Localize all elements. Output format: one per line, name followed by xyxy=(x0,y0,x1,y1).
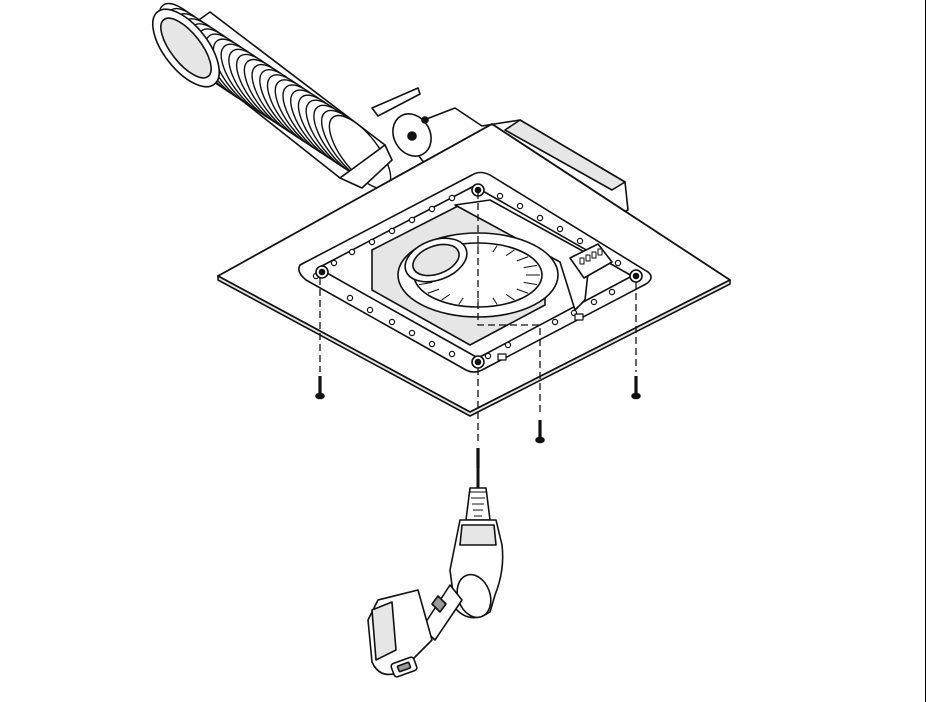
frame-hole xyxy=(590,298,598,306)
frame-hole xyxy=(608,288,616,296)
frame-edge-line xyxy=(925,0,926,702)
connector-pin xyxy=(421,116,429,124)
screw-boss-hole xyxy=(474,186,482,194)
damper-flap xyxy=(412,243,460,277)
housing-side xyxy=(504,119,626,191)
screw-head xyxy=(535,436,545,444)
frame-hole xyxy=(484,352,492,360)
bracket-tab xyxy=(574,313,584,321)
frame-hole xyxy=(516,202,524,210)
battery-side xyxy=(371,601,397,661)
terminal-pin xyxy=(591,251,597,259)
mounting-screw xyxy=(631,376,641,400)
power-drill xyxy=(367,448,504,678)
frame-hole xyxy=(408,329,416,337)
drill-collar xyxy=(459,524,497,546)
screw-guide-lines xyxy=(319,192,637,442)
plate-edge xyxy=(217,275,731,417)
screw-boss-hole xyxy=(632,272,640,280)
mounting-screw xyxy=(535,420,545,444)
drill-handle xyxy=(421,584,463,641)
frame-hole xyxy=(536,214,544,222)
frame-hole xyxy=(556,225,564,233)
blower-assembly xyxy=(371,199,613,361)
frame-hole xyxy=(496,192,504,200)
frame-hole xyxy=(346,294,354,302)
frame-hole xyxy=(448,194,456,202)
blower-blade xyxy=(516,288,529,294)
screw-head xyxy=(631,392,641,400)
mounting-screw xyxy=(315,376,325,400)
frame-hole xyxy=(388,227,396,235)
frame-hole xyxy=(428,205,436,213)
frame-hole xyxy=(428,340,436,348)
mounting-screws xyxy=(315,376,641,444)
blower-blade xyxy=(516,256,529,262)
bracket-tab xyxy=(497,353,507,361)
terminal-pin xyxy=(585,254,591,262)
blower-blade xyxy=(505,294,515,301)
frame-hole xyxy=(504,341,512,349)
frame-hole xyxy=(348,248,356,256)
blower-blade xyxy=(458,297,464,305)
blower-blade xyxy=(427,288,440,294)
blower-blade xyxy=(505,249,515,256)
duct-strap xyxy=(371,87,421,117)
motor-bracket xyxy=(454,199,591,311)
guide-line xyxy=(477,192,541,412)
terminal-pin xyxy=(579,257,585,265)
duct-opening-inner xyxy=(160,17,212,79)
drill-bit xyxy=(476,466,480,488)
frame-hole xyxy=(368,238,376,246)
blower-blade xyxy=(523,281,538,286)
frame-hole xyxy=(448,350,456,358)
battery-latch xyxy=(396,661,412,673)
terminal-pin xyxy=(597,248,603,256)
frame-hole xyxy=(576,237,584,245)
drill-screw xyxy=(476,448,480,468)
flex-duct xyxy=(151,2,421,190)
duct-collar xyxy=(339,144,393,189)
screw-boss-hole xyxy=(318,268,326,276)
frame-hole xyxy=(366,306,374,314)
blower-blade xyxy=(418,281,433,286)
frame-hole xyxy=(551,318,559,326)
frame-hole xyxy=(388,318,396,326)
blower-blade xyxy=(441,294,451,301)
blower-blade xyxy=(523,264,538,269)
screw-boss-hole xyxy=(474,358,482,366)
screw-shank xyxy=(538,420,542,438)
blower-blade xyxy=(492,245,498,253)
frame-hole xyxy=(408,216,416,224)
frame-hole xyxy=(330,259,338,267)
frame-hole xyxy=(614,259,622,267)
screw-shank xyxy=(634,376,638,394)
screw-head xyxy=(315,392,325,400)
connector-pin xyxy=(407,131,417,141)
screw-shank xyxy=(318,376,322,394)
blower-blade xyxy=(492,297,498,305)
drill-trigger xyxy=(431,595,447,613)
